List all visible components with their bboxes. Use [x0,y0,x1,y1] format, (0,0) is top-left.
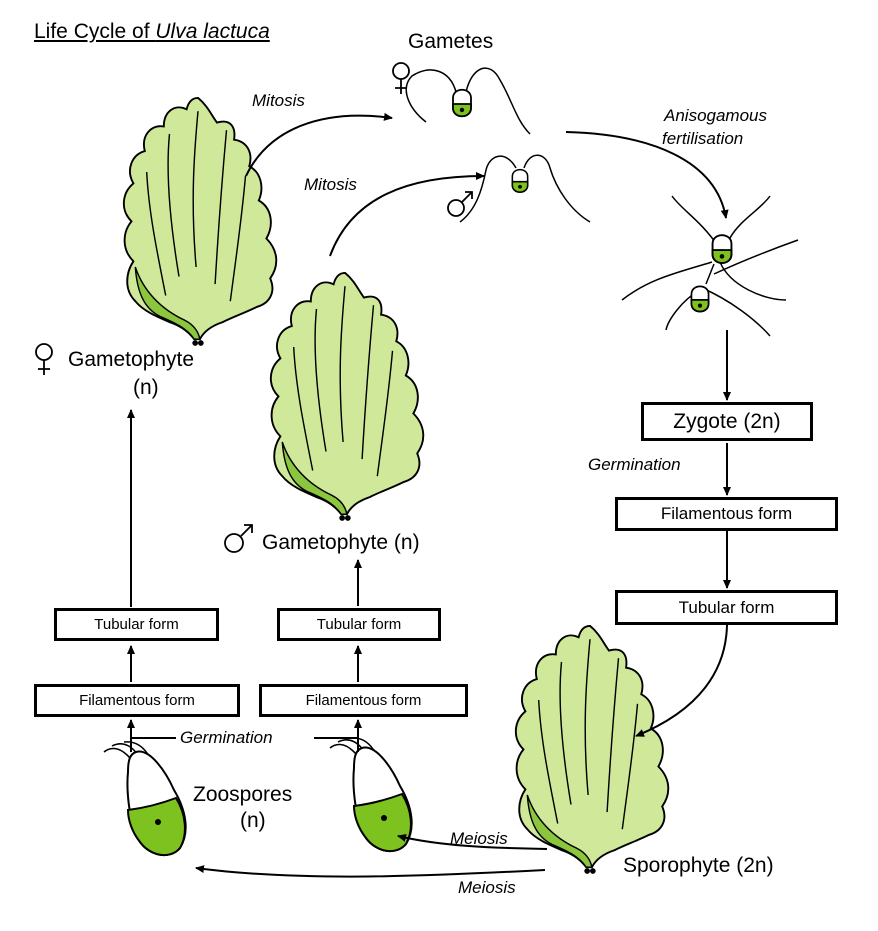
male-symbol-icon [447,191,473,217]
filamentous-form-box: Filamentous form [34,684,240,717]
diagram-title: Life Cycle of Ulva lactuca [34,20,270,43]
meiosis-label: Meiosis [458,878,516,897]
sporophyte-label: Sporophyte (2n) [623,854,774,877]
tubular-form-box: Tubular form [54,608,219,641]
male-gametophyte-thallus [269,271,425,522]
tubular-form-box: Tubular form [277,608,441,641]
germination-label: Germination [588,455,681,474]
female-gametophyte-ploidy: (n) [133,376,159,399]
zoospore-left [103,740,187,857]
mitosis-label: Mitosis [304,175,357,194]
female-gametophyte-label: Gametophyte [68,348,195,371]
filamentous-form-box: Filamentous form [259,684,468,717]
anisogamous-label: Anisogamous [664,106,768,125]
fertilisation-label: fertilisation [662,129,744,148]
sporophyte-thallus [514,624,670,875]
zoospore-right [329,736,413,853]
filamentous-form-box: Filamentous form [615,497,838,531]
male-symbol-icon [224,524,253,553]
germination-label: Germination [180,728,273,747]
zygote-box: Zygote (2n) [641,402,813,441]
zoospores-ploidy: (n) [240,809,266,832]
gametes-label: Gametes [408,30,494,53]
female-gamete [405,67,531,135]
female-symbol-icon [392,62,410,94]
female-gametophyte-thallus [122,96,278,347]
female-symbol-icon [35,343,53,375]
tubular-form-box: Tubular form [615,590,838,625]
male-gametophyte-label: Gametophyte (n) [262,531,420,554]
fertilising-gametes [621,195,799,337]
mitosis-label: Mitosis [252,91,305,110]
male-gamete [459,154,591,223]
meiosis-label: Meiosis [450,829,508,848]
zoospores-label: Zoospores [193,783,293,806]
arrows [127,112,731,878]
